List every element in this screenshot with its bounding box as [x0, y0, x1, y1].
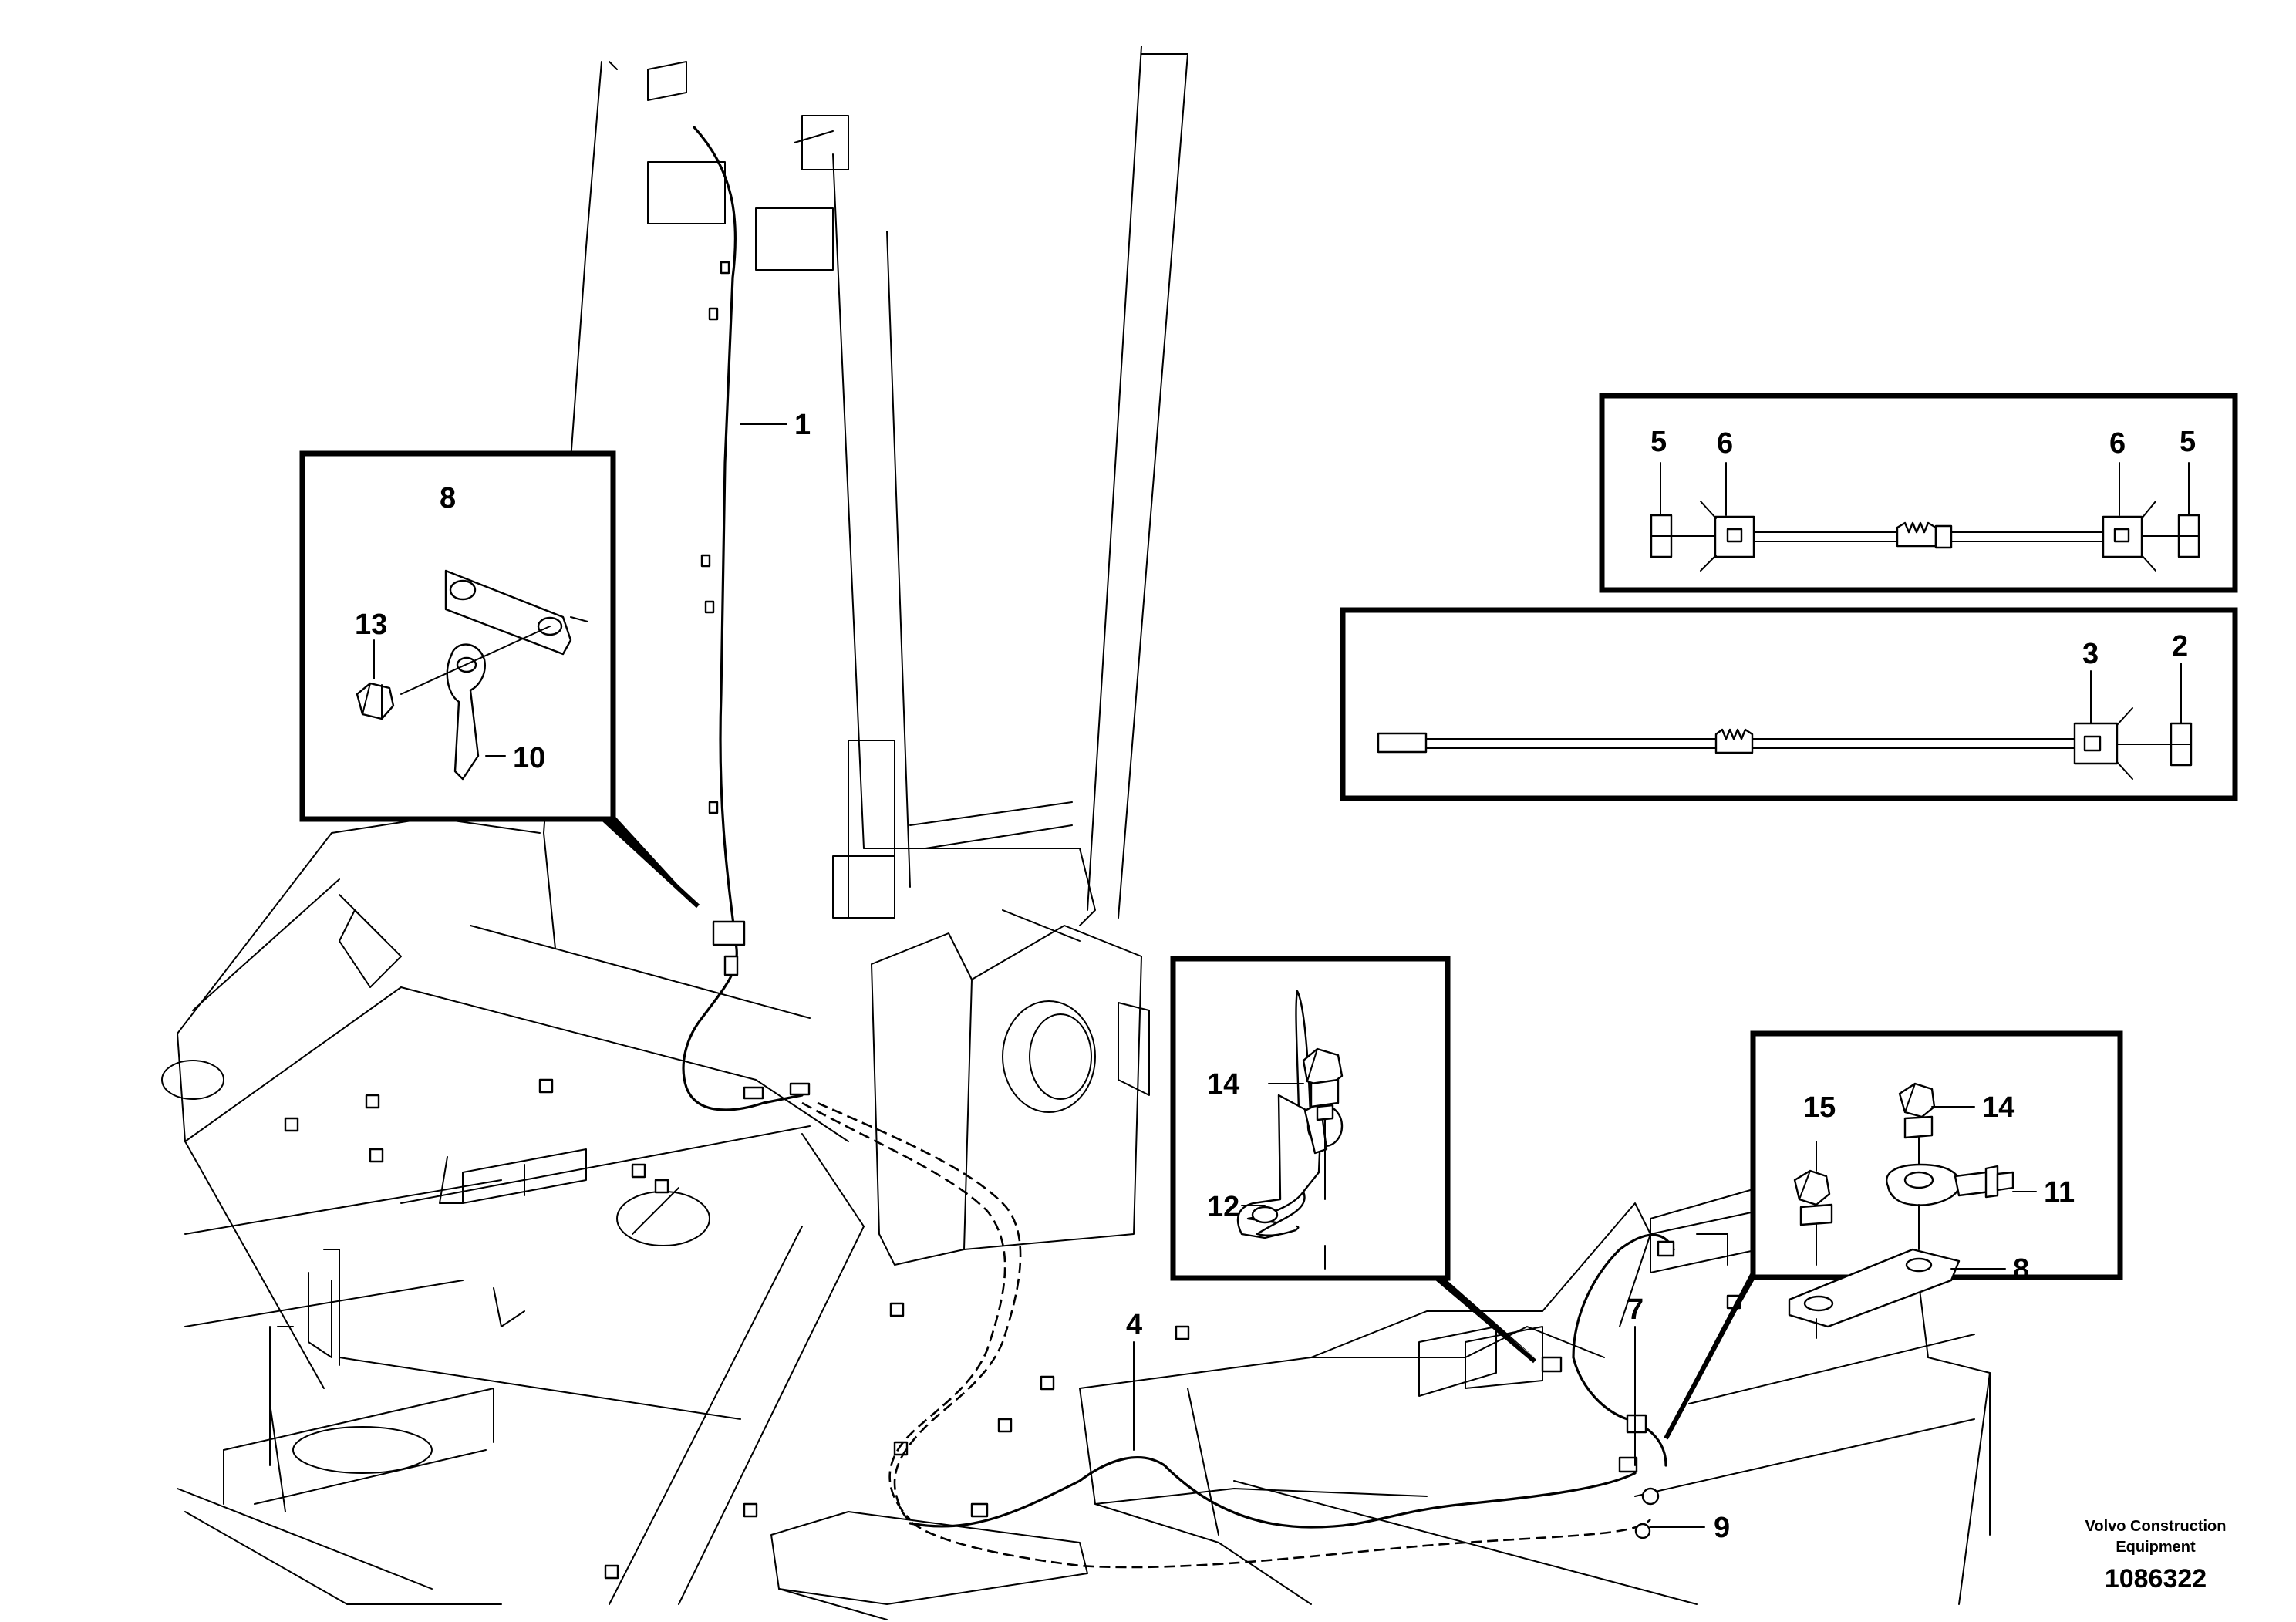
- machine-frame: [161, 46, 1991, 1620]
- publisher-line-2: Equipment: [2116, 1539, 2196, 1556]
- callout-4: 4: [1126, 1309, 1142, 1341]
- drawing-number: 1086322: [2105, 1564, 2207, 1593]
- callout-14-box-d: 14: [1207, 1068, 1239, 1101]
- detail-box-cable-connector: [1340, 607, 2238, 801]
- callout-9: 9: [1714, 1512, 1730, 1544]
- callout-13: 13: [355, 609, 387, 641]
- callout-7: 7: [1627, 1293, 1644, 1326]
- callout-5-right: 5: [2180, 426, 2196, 458]
- footer: Volvo Construction Equipment 1086322: [2085, 1518, 2227, 1593]
- callout-6-left: 6: [1717, 427, 1733, 460]
- detail-box-clamp: [299, 450, 616, 822]
- callout-12: 12: [1207, 1191, 1239, 1223]
- callout-15: 15: [1803, 1091, 1836, 1124]
- callout-8-box-a: 8: [440, 482, 456, 514]
- callout-6-right: 6: [2109, 427, 2126, 460]
- callout-labels: 1 8 13 10 5 6 6 5 3 2 14 12 15 14 11 8 4…: [355, 409, 2196, 1544]
- callout-3: 3: [2082, 638, 2099, 670]
- callout-11: 11: [2044, 1176, 2075, 1209]
- callout-5-left: 5: [1650, 426, 1667, 458]
- detail-box-terminal: [1750, 1030, 2123, 1339]
- leader-lines: [740, 423, 1705, 1528]
- callout-1: 1: [794, 409, 811, 441]
- publisher-line-1: Volvo Construction: [2085, 1518, 2227, 1535]
- callout-8-box-e: 8: [2013, 1253, 2029, 1286]
- detail-pointers: [599, 810, 1758, 1440]
- callout-10: 10: [513, 742, 545, 774]
- callout-14-box-e: 14: [1982, 1091, 2014, 1124]
- callout-2: 2: [2172, 630, 2188, 663]
- detail-box-bracket: [1170, 956, 1451, 1281]
- harness-1: [682, 126, 811, 1111]
- harness-4: [801, 1101, 1675, 1569]
- detail-box-connector-pair: [1599, 393, 2238, 593]
